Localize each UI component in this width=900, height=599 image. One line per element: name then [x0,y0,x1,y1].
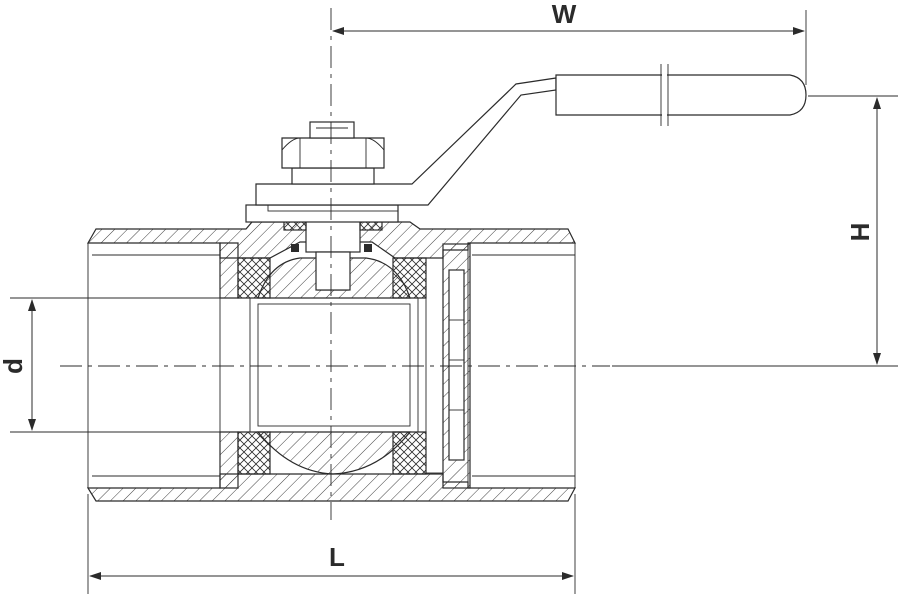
stem-assembly [245,204,399,291]
stem-nut [281,121,385,185]
dimension-d: d [0,297,250,433]
ball [249,257,419,475]
dimension-w: W [332,0,807,85]
dimension-h: H [612,95,898,367]
dimension-l: L [87,494,576,594]
dimension-label-h: H [845,223,875,242]
dimension-label-d: d [0,358,28,374]
dimension-label-w: W [552,0,577,29]
handle-lever [255,64,807,206]
dimension-label-l: L [329,542,345,572]
